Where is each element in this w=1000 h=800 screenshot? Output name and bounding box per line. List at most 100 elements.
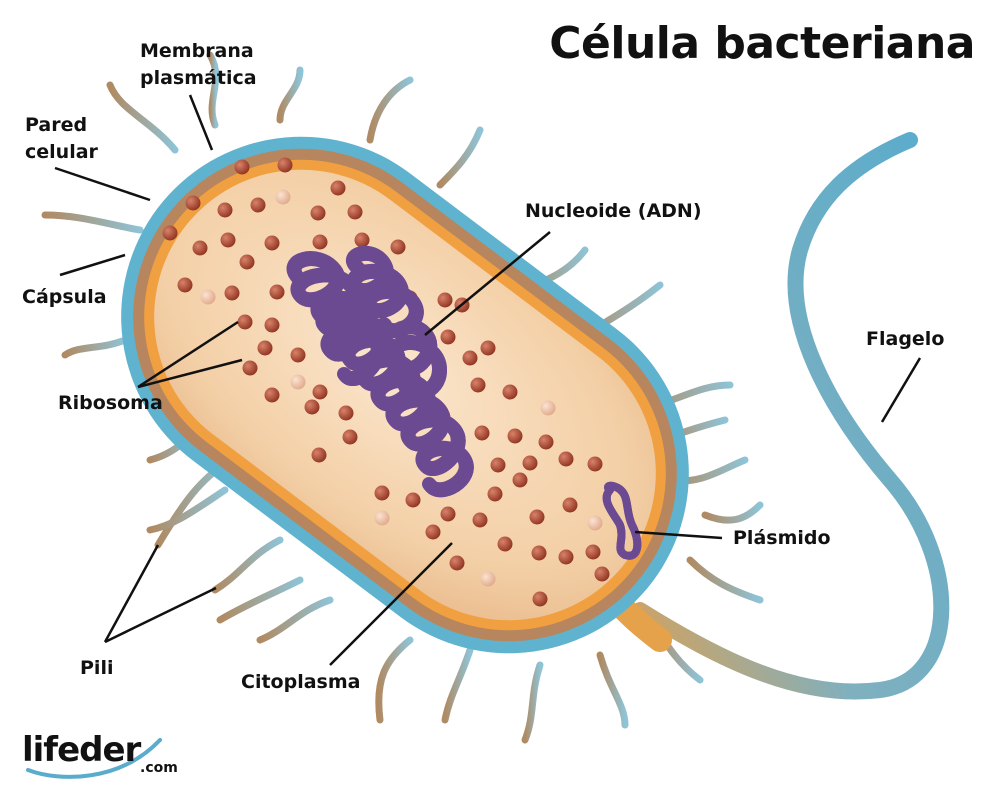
pilus (206, 51, 220, 129)
label-flagelo: Flagelo (866, 328, 945, 350)
pilus (61, 336, 129, 359)
ribosome (239, 254, 255, 270)
ribosome (540, 400, 556, 416)
ribosome (200, 289, 216, 305)
ribosome (374, 510, 390, 526)
ribosome (185, 195, 201, 211)
ribosome (242, 360, 258, 376)
diagram-title: Célula bacteriana (549, 18, 975, 69)
ribosome (529, 509, 545, 525)
ribosome (374, 485, 390, 501)
pilus (436, 126, 484, 189)
pilus (701, 501, 764, 524)
logo-domain: .com (140, 760, 178, 776)
ribosome (312, 384, 328, 400)
ribosome (562, 497, 578, 513)
ribosome (512, 472, 528, 488)
label-membrana-line2: plasmática (140, 67, 257, 89)
ribosome (269, 284, 285, 300)
label-plasmido: Plásmido (733, 527, 831, 549)
ribosome (264, 387, 280, 403)
ribosome (507, 428, 523, 444)
logo-name: lifeder (22, 730, 141, 770)
pilus (686, 556, 764, 604)
ribosome (502, 384, 518, 400)
label-pared-line2: celular (25, 141, 98, 163)
label-membrana-plasmatica: Membrana plasmática (140, 38, 257, 92)
lifeder-logo: lifeder .com (22, 730, 178, 776)
pilus (521, 661, 544, 744)
ribosome (275, 189, 291, 205)
ribosome (217, 202, 233, 218)
ribosome (330, 180, 346, 196)
ribosome (354, 232, 370, 248)
ribosome (531, 545, 547, 561)
ribosomes-group (162, 157, 610, 607)
ribosome (290, 347, 306, 363)
ribosome (587, 515, 603, 531)
ribosome (347, 204, 363, 220)
ribosome (338, 405, 354, 421)
ribosome (440, 506, 456, 522)
ribosome (290, 374, 306, 390)
pilus (375, 636, 414, 724)
label-ribosoma: Ribosoma (58, 392, 163, 414)
ribosome (264, 317, 280, 333)
pilus (366, 76, 414, 144)
ribosome (342, 429, 358, 445)
ribosome (449, 555, 465, 571)
label-nucleoide: Nucleoide (ADN) (525, 200, 702, 222)
pilus (41, 211, 144, 234)
ribosome (437, 292, 453, 308)
ribosome (470, 377, 486, 393)
ribosome (462, 350, 478, 366)
leader-lines (54, 94, 922, 666)
ribosome (224, 285, 240, 301)
pili-group (41, 51, 764, 744)
ribosome (390, 239, 406, 255)
ribosome (234, 159, 250, 175)
ribosome (192, 240, 208, 256)
ribosome (440, 329, 456, 345)
ribosome (587, 456, 603, 472)
pilus (596, 651, 629, 729)
pilus (146, 486, 229, 534)
plasmid (607, 486, 638, 556)
logo-swoosh (26, 738, 162, 779)
ribosome (497, 536, 513, 552)
ribosome (264, 235, 280, 251)
ribosome (532, 591, 548, 607)
ribosome (490, 457, 506, 473)
ribosome (405, 492, 421, 508)
ribosome (480, 571, 496, 587)
ribosome (237, 314, 253, 330)
flagellum (632, 132, 950, 700)
ribosome (220, 232, 236, 248)
ribosome (522, 455, 538, 471)
pilus (276, 66, 304, 124)
ribosome (585, 544, 601, 560)
ribosome (250, 197, 266, 213)
ribosome (177, 277, 193, 293)
ribosome (277, 157, 293, 173)
ribosome (538, 434, 554, 450)
ribosome (594, 566, 610, 582)
pilus (106, 81, 179, 154)
ribosome (162, 225, 178, 241)
label-pared-celular: Pared celular (25, 112, 98, 166)
ribosome (558, 549, 574, 565)
pilus (441, 646, 474, 724)
ribosome (558, 451, 574, 467)
pilus (256, 596, 334, 644)
ribosome (312, 234, 328, 250)
label-capsula: Cápsula (22, 286, 107, 308)
pilus (211, 536, 284, 594)
label-citoplasma: Citoplasma (241, 671, 361, 693)
pilus (216, 576, 304, 624)
ribosome (311, 447, 327, 463)
ribosome (304, 399, 320, 415)
ribosome (480, 340, 496, 356)
label-pared-line1: Pared (25, 114, 88, 136)
